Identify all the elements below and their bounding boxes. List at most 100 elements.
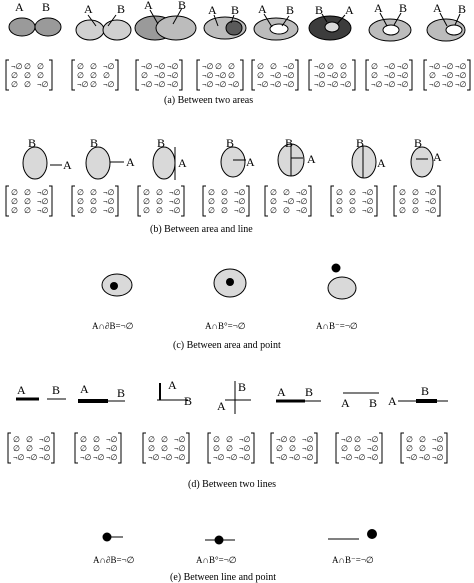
matrix-cell: ∅ xyxy=(399,206,406,215)
matrix-cell: ¬∅ xyxy=(169,206,181,215)
matrix-cell: ¬∅ xyxy=(141,62,153,71)
matrix-cell: ∅ xyxy=(429,71,436,80)
intersection-matrix: ∅∅¬∅∅∅¬∅∅∅¬∅ xyxy=(393,185,441,217)
matrix-cell: ¬∅ xyxy=(77,80,89,89)
section-e-line-point: A∩∂B=¬∅ A∩B°=¬∅ A∩B⁻=¬∅ (e) Between line… xyxy=(93,529,377,583)
matrix-cell: ¬∅ xyxy=(239,435,251,444)
label-a: A xyxy=(258,2,267,16)
matrix-cell: ∅ xyxy=(24,188,31,197)
matrix-cell: ¬∅ xyxy=(455,80,467,89)
matrix-cell: ¬∅ xyxy=(167,62,179,71)
label-b: B xyxy=(117,386,125,400)
relation-c-2: A∩B°=¬∅ xyxy=(205,321,246,331)
matrix-bracket-left xyxy=(5,185,9,217)
relation-c-1: A∩∂B=¬∅ xyxy=(92,321,134,331)
matrix-cell: ¬∅ xyxy=(257,80,269,89)
matrix-cell: ¬∅ xyxy=(234,197,246,206)
matrix-bracket-right xyxy=(51,432,55,464)
matrix-cell: ¬∅ xyxy=(37,188,49,197)
matrix-bracket-right xyxy=(251,432,255,464)
area-point-exterior xyxy=(327,263,357,300)
matrix-bracket-left xyxy=(330,185,334,217)
matrix-bracket-left xyxy=(7,432,11,464)
matrix-cell: ∅ xyxy=(11,197,18,206)
area-area-covers: A B xyxy=(203,3,247,40)
matrix-cell: ¬∅ xyxy=(432,435,444,444)
label-a: A xyxy=(307,152,316,166)
matrix-cell: ∅ xyxy=(80,435,87,444)
matrix-cell: ¬∅ xyxy=(141,80,153,89)
matrix-cell: ∅ xyxy=(289,435,296,444)
matrix-cell: ∅ xyxy=(13,444,20,453)
label-a: A xyxy=(277,385,286,399)
matrix-cell: ¬∅ xyxy=(13,453,25,462)
line-line-overlap: A B xyxy=(276,385,321,403)
matrix-cell: ¬∅ xyxy=(106,453,118,462)
matrix-cell: ¬∅ xyxy=(174,435,186,444)
matrix-cell: ¬∅ xyxy=(341,453,353,462)
matrix-cell: ∅ xyxy=(24,197,31,206)
matrix-bracket-left xyxy=(196,59,200,91)
matrix-cell: ∅ xyxy=(143,206,150,215)
matrix-cell: ∅ xyxy=(406,444,413,453)
matrix-cell: ∅ xyxy=(283,188,290,197)
matrix-cell: ∅ xyxy=(371,62,378,71)
matrix-cell: ∅ xyxy=(419,444,426,453)
label-a: A xyxy=(168,378,177,392)
matrix-cell: ¬∅ xyxy=(154,80,166,89)
matrix-cell: ¬∅ xyxy=(154,71,166,80)
matrix-cell: ¬∅ xyxy=(106,435,118,444)
matrix-cell: ¬∅ xyxy=(362,206,374,215)
matrix-cell: ∅ xyxy=(93,435,100,444)
matrix-cell: ¬∅ xyxy=(239,444,251,453)
matrix-cell: ∅ xyxy=(213,435,220,444)
matrix-cell: ¬∅ xyxy=(39,444,51,453)
matrix-cell: ∅ xyxy=(90,188,97,197)
matrix-cell: ¬∅ xyxy=(202,71,214,80)
intersection-matrix: ∅∅¬∅∅∅¬∅∅∅¬∅ xyxy=(202,185,250,217)
matrix-cell: ¬∅ xyxy=(367,435,379,444)
matrix-cell: ∅ xyxy=(221,197,228,206)
matrix-cell: ∅ xyxy=(283,206,290,215)
matrix-cell: ∅ xyxy=(26,444,33,453)
area-area-covered-by: A B xyxy=(426,1,466,42)
matrix-cell: ∅ xyxy=(90,62,97,71)
line-line-covers: A B xyxy=(388,384,448,408)
matrix-bracket-right xyxy=(467,59,471,91)
matrix-cell: ¬∅ xyxy=(154,62,166,71)
matrix-cell: ¬∅ xyxy=(354,453,366,462)
matrix-cell: ∅ xyxy=(103,71,110,80)
matrix-cell: ¬∅ xyxy=(106,444,118,453)
matrix-cell: ∅ xyxy=(221,188,228,197)
matrix-bracket-left xyxy=(202,185,206,217)
caption-d: (d) Between two lines xyxy=(188,479,276,490)
matrix-cell: ∅ xyxy=(161,444,168,453)
area-area-overlap: A B xyxy=(134,0,197,41)
matrix-cell: ∅ xyxy=(148,444,155,453)
label-b: B xyxy=(285,136,293,150)
matrix-cell: ∅ xyxy=(77,71,84,80)
label-b: B xyxy=(226,136,234,150)
matrix-cell: ¬∅ xyxy=(314,71,326,80)
matrix-cell: ¬∅ xyxy=(270,80,282,89)
line-point-endpoint xyxy=(102,532,123,542)
matrix-cell: ∅ xyxy=(412,188,419,197)
matrix-cell: ∅ xyxy=(208,188,215,197)
matrix-cell: ¬∅ xyxy=(37,206,49,215)
caption-e: (e) Between line and point xyxy=(170,572,276,583)
matrix-cell: ¬∅ xyxy=(296,188,308,197)
line-line-parallel: A B xyxy=(341,392,379,410)
matrix-bracket-right xyxy=(179,59,183,91)
label-b: B xyxy=(369,396,377,410)
matrix-cell: ∅ xyxy=(156,197,163,206)
matrix-cell: ∅ xyxy=(90,197,97,206)
matrix-cell: ∅ xyxy=(141,71,148,80)
matrix-cell: ∅ xyxy=(228,62,235,71)
label-b: B xyxy=(414,136,422,150)
caption-a: (a) Between two areas xyxy=(164,95,253,106)
relation-e-3: A∩B⁻=¬∅ xyxy=(332,555,374,565)
matrix-bracket-left xyxy=(71,59,75,91)
matrix-cell: ¬∅ xyxy=(234,206,246,215)
matrix-cell: ¬∅ xyxy=(327,71,339,80)
matrix-cell: ¬∅ xyxy=(202,80,214,89)
